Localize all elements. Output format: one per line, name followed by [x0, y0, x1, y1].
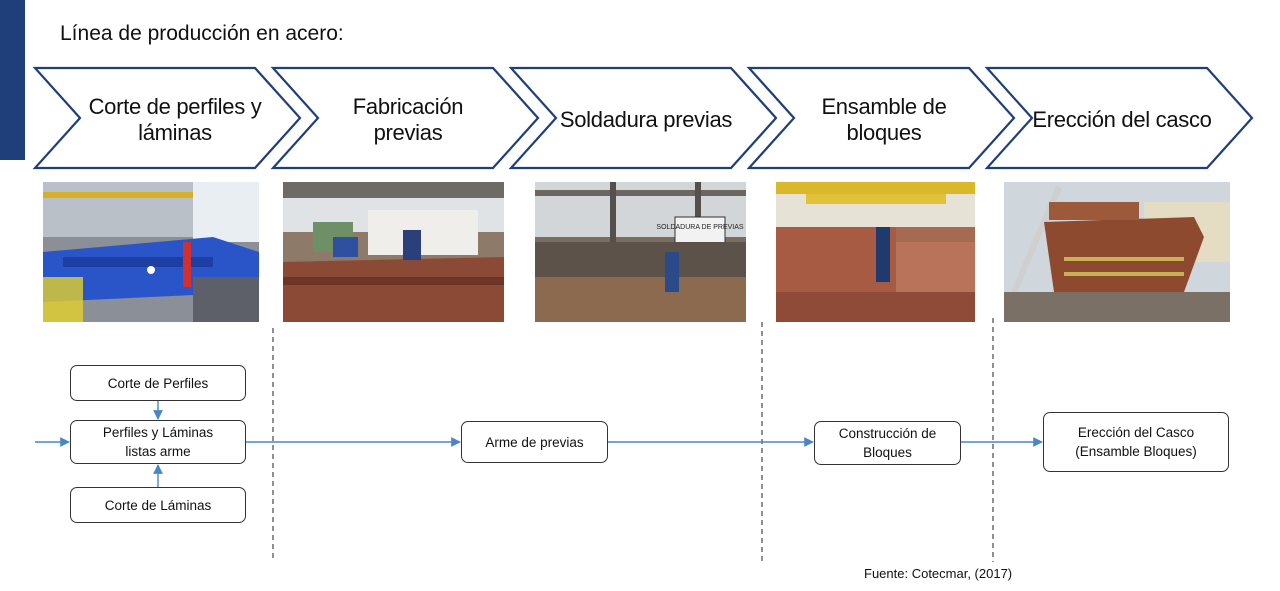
photo-assembly — [776, 182, 975, 322]
photo-cutting — [43, 182, 259, 322]
stage-3-label: Soldadura previas — [559, 107, 733, 132]
accent-bar — [0, 0, 25, 160]
stage-5-label: Erección del casco — [1032, 107, 1212, 132]
box-arme-previas: Arme de previas — [461, 421, 608, 463]
photo-hull — [1004, 182, 1230, 322]
page-title: Línea de producción en acero: — [60, 22, 344, 45]
photo-prefab — [283, 182, 504, 322]
source-note: Fuente: Cotecmar, (2017) — [864, 566, 1013, 581]
box-ereccion-casco: Erección del Casco(Ensamble Bloques) — [1043, 412, 1229, 472]
box-corte-perfiles: Corte de Perfiles — [70, 365, 246, 401]
box-corte-laminas: Corte de Láminas — [70, 487, 246, 523]
photo-welding: SOLDADURA DE PREVIAS — [535, 182, 746, 322]
photo-sign-text: SOLDADURA DE PREVIAS — [656, 224, 743, 231]
